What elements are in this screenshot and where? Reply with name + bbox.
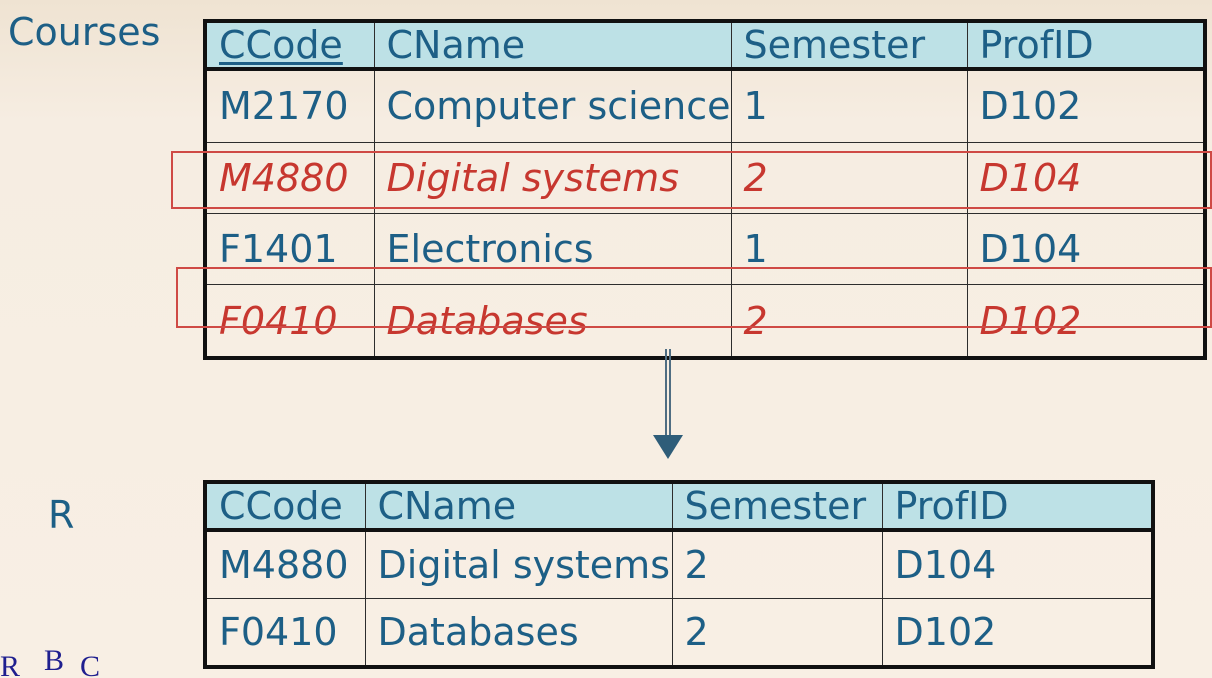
courses-row: M2170 Computer science 1 D102 — [203, 68, 1207, 143]
table-cell: Electronics — [373, 212, 732, 286]
courses-header-cname: CName — [373, 19, 732, 71]
svg-text:B: B — [44, 644, 64, 677]
table-cell: Computer science — [373, 68, 732, 143]
table-cell: F0410 — [203, 284, 375, 361]
result-header-ccode: CCode — [203, 480, 366, 532]
courses-header-semester: Semester — [730, 19, 968, 71]
result-header-row: CCode CName Semester ProfID — [203, 480, 1155, 532]
table-cell: D102 — [881, 598, 1155, 669]
table-cell: M4880 — [203, 141, 375, 214]
courses-label: Courses — [8, 10, 161, 54]
table-cell: 1 — [730, 68, 968, 143]
table-cell: D104 — [966, 141, 1207, 214]
rbc-logo: R B C — [0, 644, 100, 678]
table-cell: M2170 — [203, 68, 375, 143]
table-cell: Databases — [373, 284, 732, 361]
table-cell: 1 — [730, 212, 968, 286]
table-cell: 2 — [730, 284, 968, 361]
table-cell: 2 — [671, 598, 883, 669]
courses-header-row: CCode CName Semester ProfID — [203, 19, 1207, 71]
down-arrow-icon — [653, 349, 683, 459]
courses-row-highlighted: F0410 Databases 2 D102 — [203, 284, 1207, 361]
courses-row-highlighted: M4880 Digital systems 2 D104 — [203, 141, 1207, 214]
svg-text:C: C — [80, 650, 100, 678]
table-cell: 2 — [671, 529, 883, 599]
result-table: CCode CName Semester ProfID M4880 Digita… — [203, 480, 1155, 669]
courses-table: CCode CName Semester ProfID M2170 Comput… — [203, 19, 1207, 361]
result-header-semester: Semester — [671, 480, 883, 532]
courses-header-ccode: CCode — [203, 19, 375, 71]
table-cell: M4880 — [203, 529, 366, 599]
table-cell: Digital systems — [364, 529, 673, 599]
table-cell: D102 — [966, 68, 1207, 143]
svg-text:R: R — [0, 650, 20, 678]
table-cell: F1401 — [203, 212, 375, 286]
result-header-cname: CName — [364, 480, 673, 532]
courses-header-profid: ProfID — [966, 19, 1207, 71]
result-label: R — [48, 493, 75, 537]
table-cell: Digital systems — [373, 141, 732, 214]
table-cell: 2 — [730, 141, 968, 214]
table-cell: D104 — [966, 212, 1207, 286]
result-row: F0410 Databases 2 D102 — [203, 598, 1155, 669]
result-row: M4880 Digital systems 2 D104 — [203, 529, 1155, 599]
table-cell: D102 — [966, 284, 1207, 361]
table-cell: F0410 — [203, 598, 366, 669]
table-cell: Databases — [364, 598, 673, 669]
table-cell: D104 — [881, 529, 1155, 599]
courses-row: F1401 Electronics 1 D104 — [203, 212, 1207, 286]
result-header-profid: ProfID — [881, 480, 1155, 532]
